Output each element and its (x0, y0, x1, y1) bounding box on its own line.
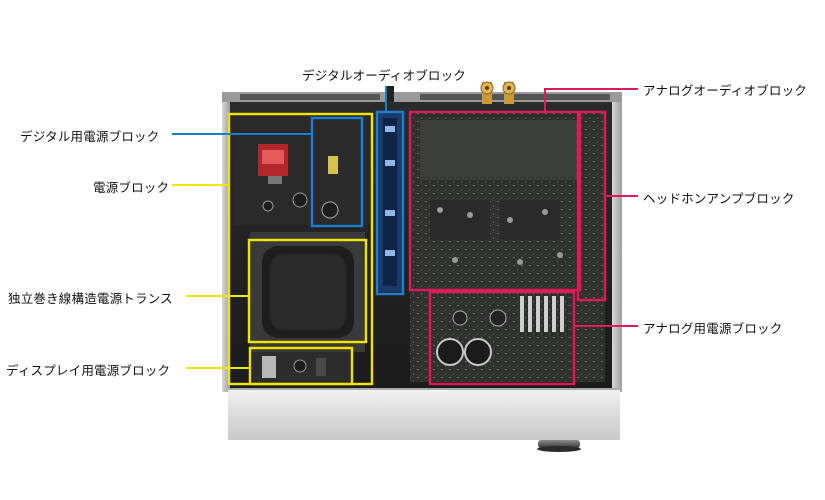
headphone-amp-box (576, 110, 607, 302)
label-analog-audio-block: アナログオーディオブロック (643, 83, 807, 98)
highlight-boxes (227, 110, 607, 386)
digital-audio-box (375, 110, 405, 296)
label-power-block: 電源ブロック (93, 180, 170, 195)
front-panel (228, 388, 620, 440)
foot (537, 440, 581, 452)
label-display-power-block: ディスプレイ用電源ブロック (6, 363, 171, 378)
label-digital-audio-block: デジタルオーディオブロック (302, 68, 466, 83)
display-power-box (248, 346, 354, 386)
transformer-box (247, 238, 368, 344)
digital-board (378, 112, 402, 292)
label-analog-power-block: アナログ用電源ブロック (643, 321, 783, 336)
leader-analog-audio (544, 88, 638, 112)
analog-audio-box (408, 110, 582, 292)
label-headphone-amp-block: ヘッドホンアンプブロック (643, 191, 795, 206)
label-transformer: 独立巻き線構造電源トランス (8, 291, 173, 306)
leader-lines (172, 86, 638, 369)
analog-power-box (428, 290, 576, 386)
digital-power-box (310, 116, 364, 228)
label-digital-power-block: デジタル用電源ブロック (20, 129, 160, 144)
analog-board (410, 112, 605, 382)
rca-jacks (386, 81, 516, 104)
